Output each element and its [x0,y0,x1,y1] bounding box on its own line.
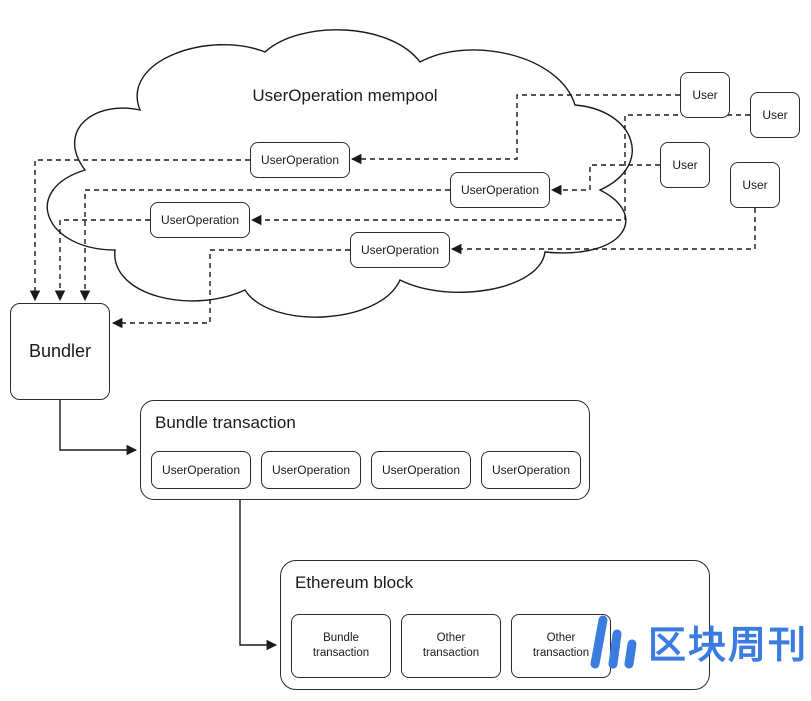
ethereum-tx-bundle: Bundle transaction [291,614,391,678]
user-box-4: User [730,162,780,208]
ethereum-tx-bundle-line1: Bundle [323,632,359,645]
ethereum-tx-other-1: Other transaction [401,614,501,678]
connector-user-c-to-userop-2 [550,164,660,196]
connector-userop-3-to-bundler [54,219,150,302]
ethereum-tx-other-1-line1: Other [436,632,466,645]
connector-user-b-to-userop-3 [250,114,750,226]
bundle-transaction-container: Bundle transaction UserOperation UserOpe… [140,400,590,500]
ethereum-tx-other-2-line1: Other [546,632,576,645]
watermark-icon [590,615,637,669]
ethereum-tx-bundle-line2: transaction [312,647,370,659]
watermark-logo: 区块周刊 [583,612,808,670]
connector-bundler-to-bundle-transaction [59,400,138,456]
bundle-transaction-title: Bundle transaction [155,413,296,432]
ethereum-tx-other-1-line2: transaction [422,647,480,659]
mempool-userop-1: UserOperation [250,142,350,178]
user-box-3: User [660,142,710,188]
mempool-userop-4: UserOperation [350,232,450,268]
ethereum-block-container: Ethereum block Bundle transaction Other … [280,560,710,690]
connector-user-a-to-userop-1 [350,94,680,165]
bundler-box: Bundler [10,303,110,400]
bundle-userop-4: UserOperation [481,451,581,489]
mempool-userop-3: UserOperation [150,202,250,238]
mempool-title: UserOperation mempool [252,86,438,105]
connector-userop-4-to-bundler [111,249,350,329]
connector-userop-2-to-bundler [79,189,450,302]
connector-bundle-transaction-to-ethereum-block [239,500,278,651]
watermark-text: 区块周刊 [648,622,809,667]
user-box-2: User [750,92,800,138]
bundle-userop-1: UserOperation [151,451,251,489]
ethereum-block-title: Ethereum block [295,573,414,592]
ethereum-tx-other-2-line2: transaction [532,647,590,659]
connector-userop-1-to-bundler [29,159,250,302]
user-box-1: User [680,72,730,118]
connector-user-d-to-userop-4 [450,208,756,255]
bundle-userop-2: UserOperation [261,451,361,489]
bundle-userop-3: UserOperation [371,451,471,489]
mempool-userop-2: UserOperation [450,172,550,208]
